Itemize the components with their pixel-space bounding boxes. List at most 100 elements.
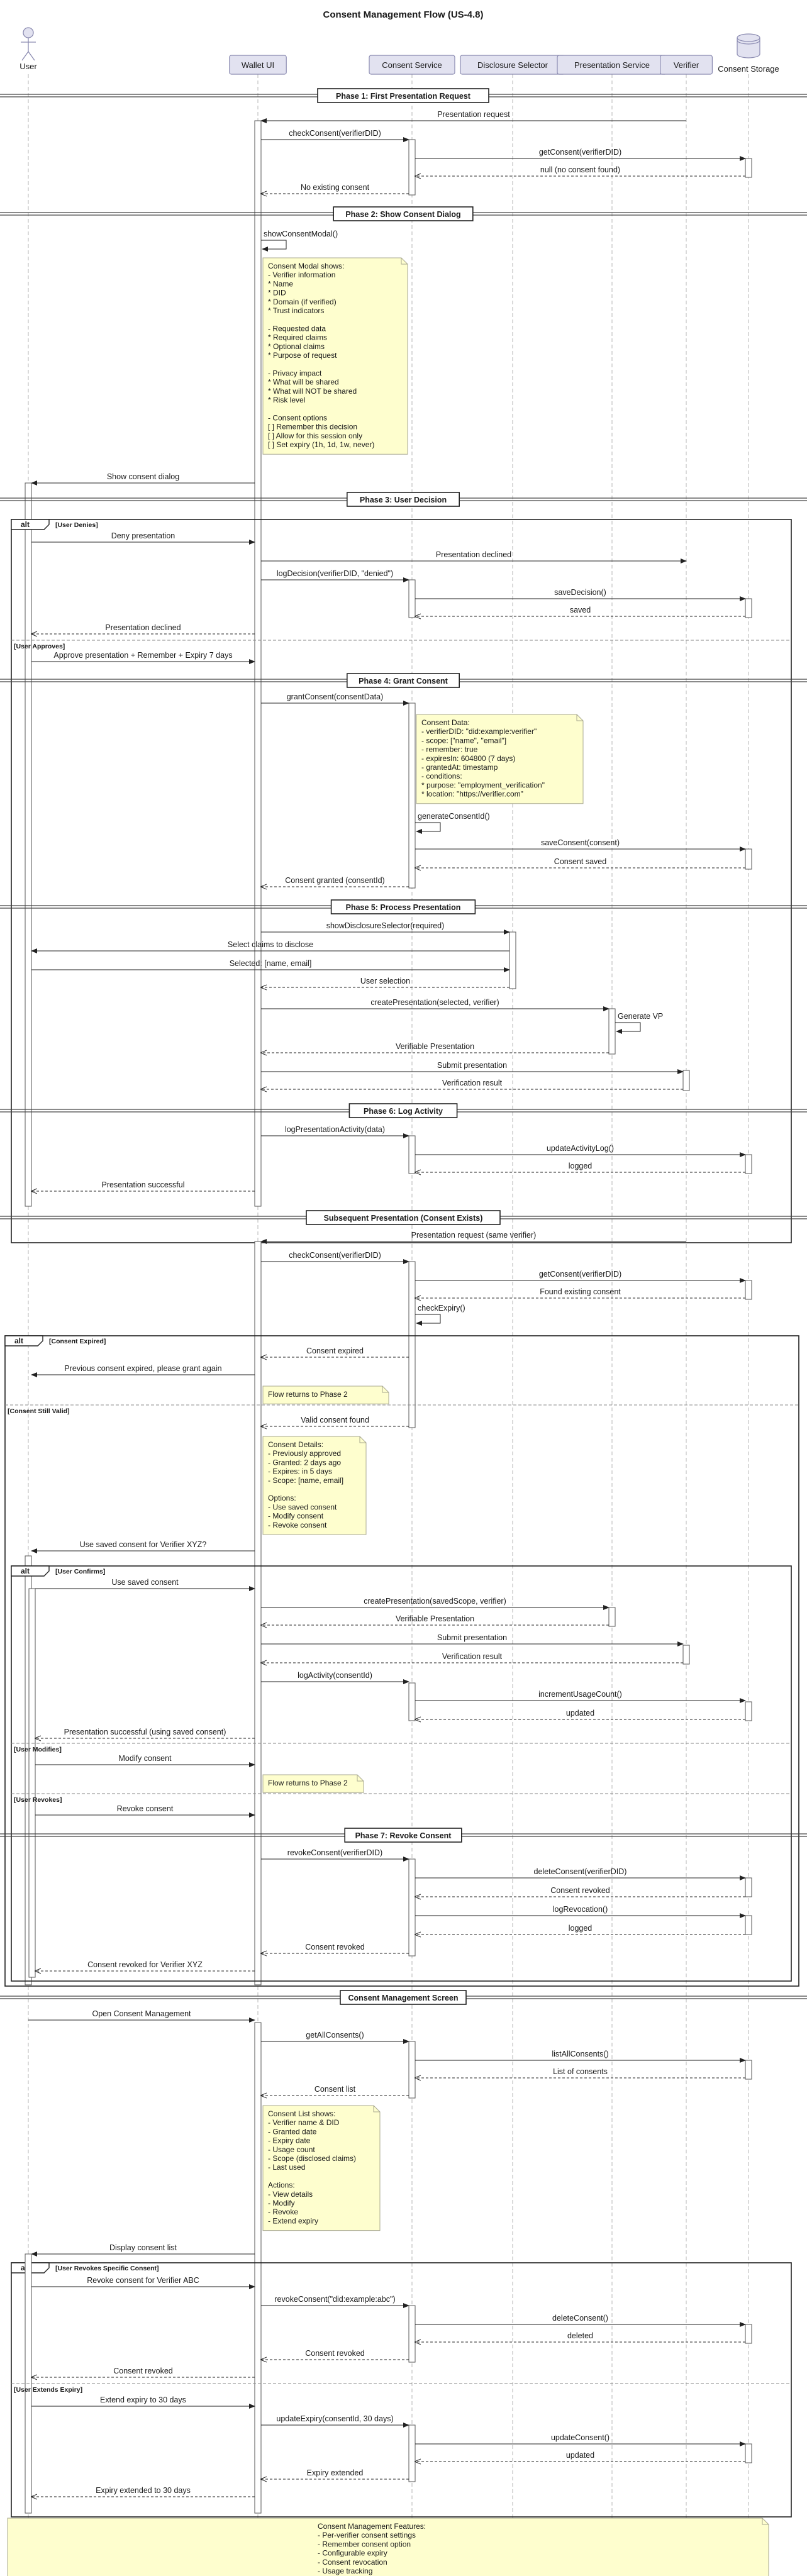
fragment-box [11,2262,792,2518]
participant-disclosure: Disclosure Selector [460,55,565,75]
message-label: Approve presentation + Remember + Expiry… [53,651,232,660]
self-message: Generate VP [615,1012,663,1034]
message-label: showDisclosureSelector(required) [326,921,445,930]
divider-label: Phase 2: Show Consent Dialog [345,210,460,219]
note-line: * DID [268,289,286,297]
actor-leg [21,51,29,61]
note-line: * location: "https://verifier.com" [421,790,523,799]
note-line: - Expiry date [268,2136,311,2145]
note-line: - Consent revocation [318,2558,387,2567]
phase-divider: Phase 4: Grant Consent [0,673,807,688]
note-line: - Consent options [268,413,327,422]
divider-label: Phase 3: User Decision [360,496,447,504]
message: logPresentationActivity(data) [261,1125,409,1138]
message-label: Submit presentation [437,1061,507,1070]
participant-label: Wallet UI [242,60,274,70]
fragment-condition: [User Confirms] [55,1568,105,1575]
participant-consent: Consent Service [369,55,455,75]
note-line: - remember: true [421,745,478,754]
database-ring [737,40,760,45]
fragment-box [11,1565,792,1982]
note-line: - Modify [268,2199,295,2207]
activation-user [25,482,32,1207]
message-label: saved [570,606,591,614]
message: logRevocation() [415,1905,746,1918]
fragment-condition: [Consent Still Valid] [8,1407,70,1415]
divider-label: Phase 6: Log Activity [364,1107,443,1116]
message: revokeConsent("did:example:abc") [261,2295,409,2308]
participant-box [229,55,287,75]
message: listAllConsents() [415,2050,746,2063]
note-line: Consent Modal shows: [268,262,344,270]
message: No existing consent [261,183,409,194]
note-line: - Previously approved [268,1449,341,1458]
message-label: updated [566,1709,594,1718]
message: updateExpiry(consentId, 30 days) [261,2414,409,2428]
message-label: createPresentation(savedScope, verifier) [364,1597,506,1606]
note-fold [357,1775,364,1782]
message-label: Extend expiry to 30 days [100,2396,186,2404]
note-line: - Last used [268,2163,305,2172]
activation-storage [745,1877,752,1897]
message: Previous consent expired, please grant a… [31,1364,255,1377]
note-line: Consent List shows: [268,2109,335,2118]
note-line: - Extend expiry [268,2216,318,2225]
message-label: Open Consent Management [92,2009,191,2018]
participant-label: Presentation Service [574,60,650,70]
note-features: Consent Management Features:- Per-verifi… [7,2518,769,2576]
message-label: Expiry extended to 30 days [96,2486,191,2495]
activation-storage [745,2324,752,2344]
note-line: - Remember consent option [318,2540,411,2548]
message: Consent revoked [415,1886,745,1897]
message-label: Consent revoked for Verifier XYZ [87,1960,203,1969]
message: getAllConsents() [261,2031,409,2044]
divider-box [346,673,460,688]
self-arrow [415,1314,441,1326]
self-message: checkExpiry() [415,1304,465,1326]
note-line: - Granted date [268,2127,317,2136]
alt-else: [Consent Still Valid] [5,1404,799,1415]
message: Valid consent found [261,1416,409,1426]
message-label: Display consent list [109,2243,177,2252]
message-label: Select claims to disclose [228,940,313,949]
activation-consent [408,2424,416,2482]
message: Consent list [261,2085,409,2096]
fragment-condition: [User Revokes] [14,1796,62,1804]
note-line: * Required claims [268,333,327,342]
message-label: listAllConsents() [552,2050,608,2058]
message-label: logPresentationActivity(data) [285,1125,385,1134]
activation-wallet [254,2022,262,2514]
note-fold [382,1386,389,1393]
message-label: Consent saved [554,857,606,866]
note-line: - Usage tracking [318,2567,372,2575]
message: saveConsent(consent) [415,838,746,852]
message: logActivity(consentId) [261,1671,409,1684]
message: revokeConsent(verifierDID) [261,1848,409,1862]
message: Revoke consent [35,1804,255,1818]
message: deleteConsent(verifierDID) [415,1867,746,1880]
divider-box [317,88,489,103]
message: Presentation request [260,110,686,123]
message-label: Consent list [314,2085,356,2094]
message: grantConsent(consentData) [261,692,409,706]
message-label: getAllConsents() [306,2031,364,2040]
message-label: List of consents [553,2067,608,2076]
divider-label: Phase 7: Revoke Consent [355,1831,452,1840]
alt-else: [User Extends Expiry] [11,2383,791,2394]
message: Deny presentation [31,531,255,545]
database-top [737,33,760,42]
message: Show consent dialog [31,472,255,486]
message-label: Generate VP [618,1012,663,1021]
message-label: Presentation declined [436,550,511,559]
note-box [416,714,584,804]
participant-label: Verifier [674,60,699,70]
message-label: Presentation declined [105,623,181,632]
message-label: Modify consent [118,1754,172,1763]
message-label: Found existing consent [540,1287,621,1296]
message: updateConsent() [415,2433,746,2446]
message: Display consent list [31,2243,255,2257]
activation-consent [408,1858,416,1957]
message: Open Consent Management [28,2009,255,2023]
note-fold [359,1436,366,1443]
alt-else: [User Approves] [11,640,791,650]
